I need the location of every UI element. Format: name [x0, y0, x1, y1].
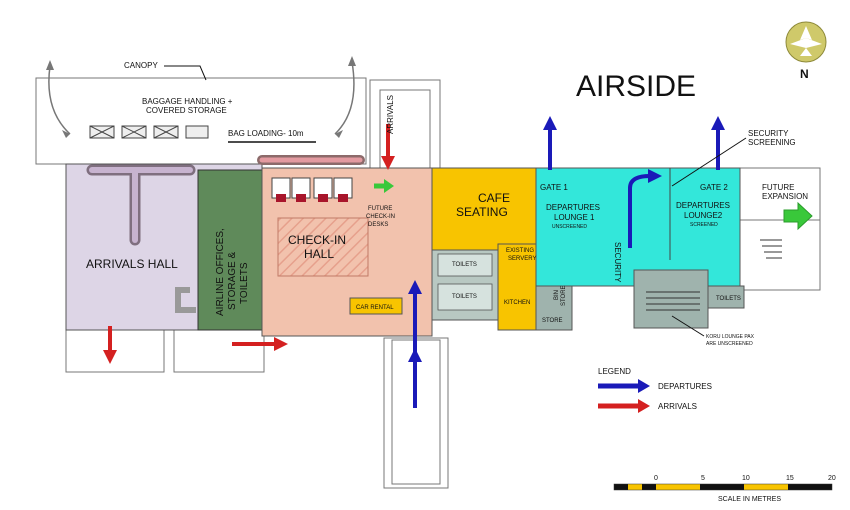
airline-offices-label-1: AIRLINE OFFICES, — [215, 228, 226, 316]
lounge1-label-3: UNSCREENED — [552, 224, 587, 230]
future-checkin-label-1: FUTURE — [368, 206, 392, 212]
toilets-label-right: TOILETS — [716, 296, 741, 302]
scale-tick-5: 5 — [701, 475, 705, 482]
gate2-label: GATE 2 — [700, 183, 728, 192]
canopy-label: CANOPY — [124, 61, 158, 70]
scale-tick-0: 0 — [654, 475, 658, 482]
lounge2-label-3: SCREENED — [690, 222, 718, 228]
car-rental-area — [349, 297, 403, 315]
security-screening-label-2: SCREENING — [748, 138, 796, 147]
scale-tick-15: 15 — [786, 475, 794, 482]
toilets-upper — [437, 253, 493, 277]
arrivals-vertical-label: ARRIVALS — [386, 95, 395, 134]
lounge1-label-1: DEPARTURES — [546, 203, 600, 212]
security-vertical-label: SECURITY — [613, 242, 622, 283]
legend-title: LEGEND — [598, 367, 631, 376]
future-checkin-label-2: CHECK-IN — [366, 214, 395, 220]
security-screening-label-1: SECURITY — [748, 129, 789, 138]
baggage-belt-inner — [89, 167, 193, 243]
baggage-belt-lower — [175, 287, 196, 313]
arrivals-hall-label: ARRIVALS HALL — [86, 257, 178, 271]
car-rental-label: CAR RENTAL — [356, 305, 394, 311]
cafe-label-2: SEATING — [456, 205, 508, 219]
legend-departures-arrowhead — [638, 379, 650, 393]
airline-offices-label-2: STORAGE & — [227, 252, 238, 310]
lounge1-label-2: LOUNGE 1 — [554, 213, 595, 222]
baggage-label-1: BAGGAGE HANDLING + — [142, 97, 233, 106]
baggage-trolleys — [89, 125, 209, 139]
lounge2-label-1: DEPARTURES — [676, 201, 730, 210]
canopy-arrow-right-end — [335, 130, 343, 138]
store-label: STORE — [542, 318, 563, 324]
legend-departures-label: DEPARTURES — [658, 382, 712, 391]
bin-store-label-1: BIN — [554, 290, 560, 300]
scale-bar — [613, 483, 833, 491]
check-in-desks — [271, 177, 353, 199]
toilets-right-area — [707, 285, 745, 309]
servery-label-1: EXISTING — [506, 248, 534, 254]
check-in-label-1: CHECK-IN — [288, 233, 346, 247]
canopy-arcs — [48, 61, 355, 135]
future-checkin-arrow — [374, 179, 394, 193]
bag-loading-label: BAG LOADING- 10m — [228, 129, 304, 138]
canopy-arrow-left — [46, 60, 54, 70]
check-in-label-2: HALL — [304, 247, 334, 261]
security-screening-leader — [671, 137, 747, 187]
bin-store-label-2: STORE — [561, 285, 567, 306]
future-checkin-label-3: DESKS — [368, 222, 388, 228]
airline-offices-label-3: TOILETS — [239, 262, 250, 304]
north-label: N — [800, 67, 809, 81]
scale-tick-20: 20 — [828, 475, 836, 482]
airside-title: AIRSIDE — [576, 70, 696, 103]
legend-arrivals-arrowhead — [638, 399, 650, 413]
north-arrow-icon — [785, 21, 827, 63]
baggage-label-2: COVERED STORAGE — [146, 106, 227, 115]
lounge2-label-2: LOUNGE2 — [684, 211, 723, 220]
stairs-right — [760, 239, 782, 259]
check-in-desks-hatch — [277, 217, 369, 277]
future-expansion-arrow — [783, 201, 813, 231]
servery-label-2: SERVERY — [508, 256, 536, 262]
koru-label-2: ARE UNSCREENED — [706, 341, 753, 347]
future-expansion-label-1: FUTURE — [762, 183, 794, 192]
gate1-label: GATE 1 — [540, 183, 568, 192]
bin-store-area — [535, 285, 573, 331]
koru-stair-area — [633, 269, 709, 329]
canopy-arrow-left-end — [62, 130, 70, 138]
airline-offices-area — [197, 169, 263, 331]
arrival-arrows — [103, 124, 395, 364]
cafe-seating-area — [431, 167, 537, 251]
legend-arrivals-label: ARRIVALS — [658, 402, 697, 411]
check-in-desk-markers — [276, 194, 348, 202]
toilets-label-lower: TOILETS — [452, 294, 477, 300]
koru-label-1: KORU LOUNGE PAX — [706, 334, 755, 340]
future-expansion-label-2: EXPANSION — [762, 192, 808, 201]
canopy-leader — [164, 65, 207, 81]
stairs-koru — [646, 291, 700, 311]
departure-arrows — [408, 116, 725, 408]
koru-leader — [671, 315, 705, 337]
kitchen-label: KITCHEN — [504, 300, 530, 306]
toilets-lower — [437, 283, 493, 311]
legend: LEGEND DEPARTURES ARRIVALS — [598, 367, 712, 413]
toilets-label-upper: TOILETS — [452, 262, 477, 268]
canopy-arrow-right — [348, 56, 356, 66]
scale-caption: SCALE IN METRES — [718, 496, 781, 503]
departures-lounges-area — [535, 167, 741, 287]
cafe-label-1: CAFE — [478, 191, 510, 205]
scale-tick-10: 10 — [742, 475, 750, 482]
